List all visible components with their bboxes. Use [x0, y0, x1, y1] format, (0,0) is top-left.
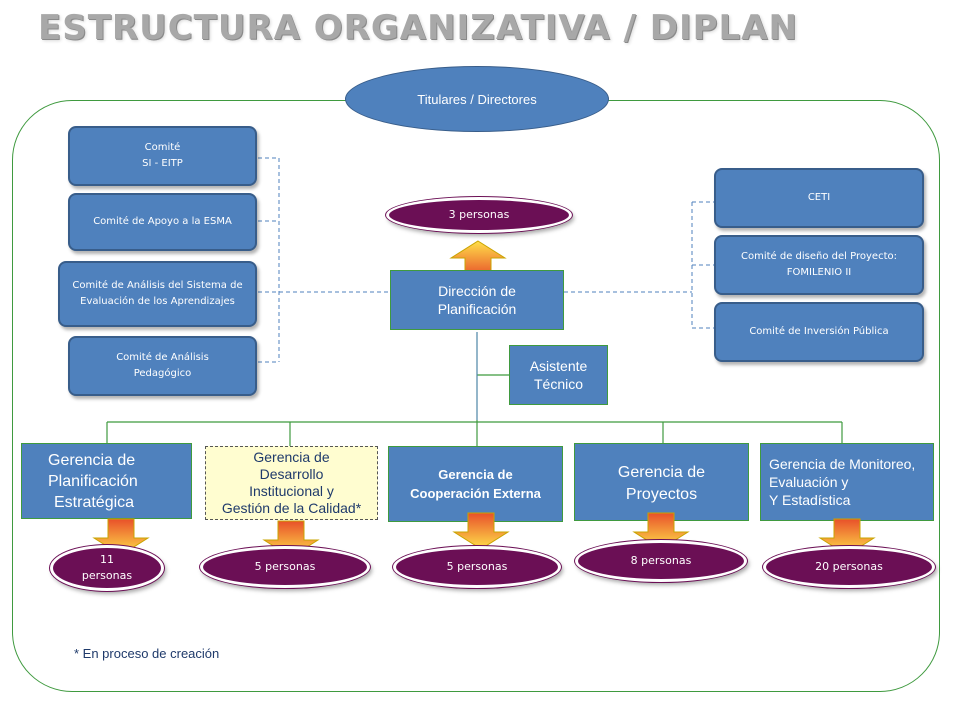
page-title: ESTRUCTURA ORGANIZATIVA / DIPLAN	[38, 8, 798, 48]
staff-pill-monitoreo: 20 personas	[763, 546, 935, 588]
committee-analisis-sistema: Comité de Análisis del Sistema de Evalua…	[58, 261, 257, 327]
staff-line: personas	[81, 569, 133, 582]
committee-line: Evaluación de los Aprendizajes	[80, 296, 235, 307]
committee-si-eitp: Comité SI - EITP	[68, 126, 257, 186]
committee-line: Pedagógico	[133, 368, 192, 379]
gerencia-cooperacion-externa: Gerencia de Cooperación Externa	[388, 446, 563, 522]
gerencia-line: Gerencia de	[48, 451, 136, 469]
committee-inversion-publica: Comité de Inversión Pública	[714, 302, 924, 362]
gerencia-line: Gerencia de	[617, 464, 706, 481]
gerencia-line: Gestión de la Calidad*	[221, 500, 362, 516]
asistente-line: Técnico	[533, 376, 584, 392]
direccion-line: Planificación	[437, 301, 517, 317]
staff-line: 11	[100, 553, 114, 566]
direccion-line: Dirección de	[438, 283, 516, 299]
committee-line: CETI	[807, 192, 831, 203]
gerencia-line: Cooperación Externa	[410, 486, 541, 501]
committee-fomilenio: Comité de diseño del Proyecto: FOMILENIO…	[714, 235, 924, 295]
asistente-tecnico-box: Asistente Técnico	[509, 345, 608, 405]
staff-pill-cooperacion: 5 personas	[393, 546, 561, 588]
staff-pill-proyectos: 8 personas	[575, 540, 747, 582]
down-arrow-icon	[452, 512, 510, 550]
gerencia-line: Institucional y	[249, 483, 334, 499]
committee-line: Comité de Análisis del Sistema de	[72, 280, 243, 291]
gerencia-line: Evaluación y	[769, 474, 849, 490]
committee-line: Comité de Análisis	[116, 352, 209, 363]
gerencia-line: Estratégica	[54, 493, 135, 511]
staff-pill-direccion: 3 personas	[386, 197, 572, 233]
committee-line: FOMILENIO II	[786, 267, 852, 278]
gerencia-line: Proyectos	[625, 486, 698, 503]
titulares-directores-oval: Titulares / Directores	[345, 66, 609, 132]
gerencia-proyectos: Gerencia de Proyectos	[574, 443, 749, 521]
gerencia-line: Desarrollo	[259, 466, 324, 482]
gerencia-line: Y Estadística	[769, 492, 851, 508]
committee-ceti: CETI	[714, 168, 924, 228]
committee-line: Comité de Inversión Pública	[749, 326, 889, 337]
gerencia-line: Gerencia de	[253, 449, 330, 465]
gerencia-line: Planificación	[48, 472, 138, 490]
staff-pill-planificacion: 11 personas	[50, 545, 164, 591]
asistente-line: Asistente	[529, 358, 588, 374]
gerencia-line: Gerencia de Monitoreo,	[769, 456, 916, 472]
gerencia-line: Gerencia de	[438, 467, 513, 482]
direccion-planificacion-box: Dirección de Planificación	[390, 270, 564, 330]
committee-analisis-pedagogico: Comité de Análisis Pedagógico	[68, 336, 257, 396]
committee-line: Comité de Apoyo a la ESMA	[93, 216, 232, 227]
footnote: * En proceso de creación	[74, 646, 220, 661]
committee-line: Comité	[144, 142, 181, 153]
staff-pill-desarrollo: 5 personas	[200, 546, 370, 588]
gerencia-planificacion-estrategica: Gerencia de Planificación Estratégica	[21, 443, 192, 519]
committee-line: SI - EITP	[142, 158, 183, 169]
committee-apoyo-esma: Comité de Apoyo a la ESMA	[68, 193, 257, 251]
committee-line: Comité de diseño del Proyecto:	[741, 251, 897, 262]
gerencia-monitoreo-evaluacion: Gerencia de Monitoreo, Evaluación y Y Es…	[760, 443, 934, 521]
gerencia-desarrollo-institucional: Gerencia de Desarrollo Institucional y G…	[205, 446, 378, 520]
